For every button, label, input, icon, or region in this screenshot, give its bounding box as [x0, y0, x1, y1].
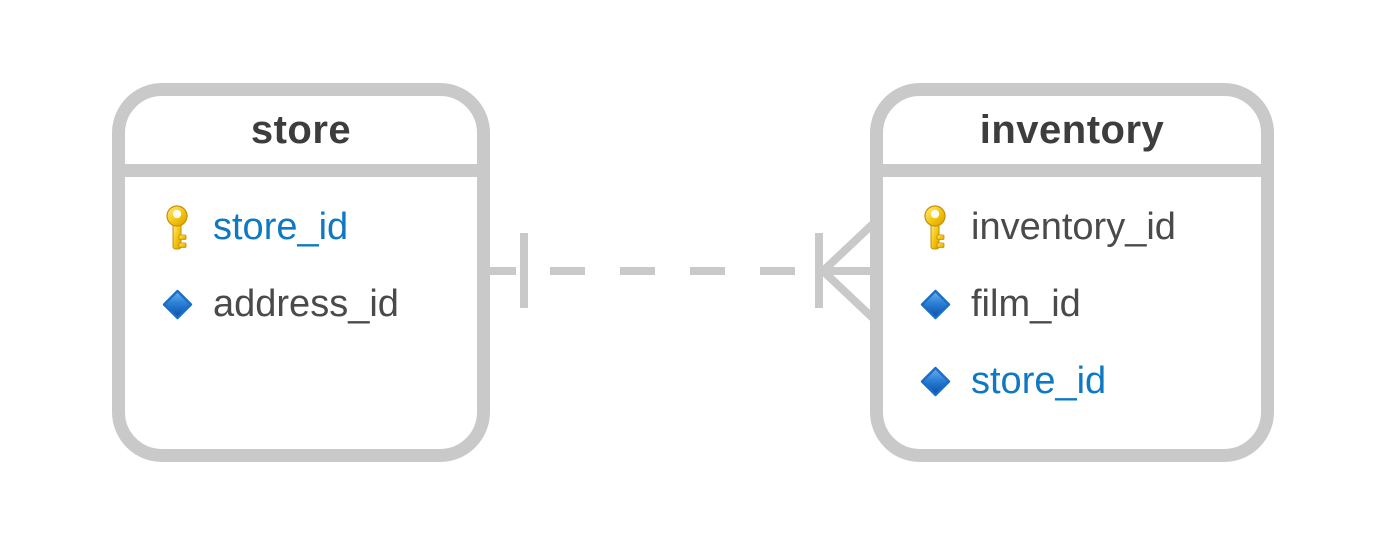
- crows-foot-bottom: [820, 268, 879, 324]
- field-label: address_id: [213, 283, 399, 325]
- relationship-connector-store-inventory[interactable]: [470, 180, 890, 360]
- entity-body: inventory_id film_id store_id: [883, 177, 1261, 420]
- field-row-inventory-film_id[interactable]: film_id: [883, 266, 1261, 343]
- table-title: store: [250, 107, 352, 152]
- field-row-store-address_id[interactable]: address_id: [125, 266, 477, 343]
- foreign-key-diamond-icon: [919, 358, 951, 406]
- primary-key-icon: [161, 204, 193, 252]
- foreign-key-diamond-icon: [161, 281, 193, 329]
- field-label: store_id: [213, 206, 349, 248]
- entity-table-store[interactable]: store: [112, 83, 490, 462]
- entity-header: store: [125, 96, 477, 177]
- field-row-inventory-store_id[interactable]: store_id: [883, 343, 1261, 420]
- table-title: inventory: [979, 107, 1165, 152]
- field-label: film_id: [971, 283, 1081, 325]
- field-row-inventory-inventory_id[interactable]: inventory_id: [883, 189, 1261, 266]
- field-row-store-store_id[interactable]: store_id: [125, 189, 477, 266]
- primary-key-icon: [919, 204, 951, 252]
- foreign-key-diamond-icon: [919, 281, 951, 329]
- entity-header: inventory: [883, 96, 1261, 177]
- entity-table-inventory[interactable]: inventory inventory_id: [870, 83, 1274, 462]
- entity-body: store_id address_i: [125, 177, 477, 343]
- crows-foot-top: [820, 218, 879, 274]
- field-label: store_id: [971, 360, 1107, 402]
- field-label: inventory_id: [971, 206, 1176, 248]
